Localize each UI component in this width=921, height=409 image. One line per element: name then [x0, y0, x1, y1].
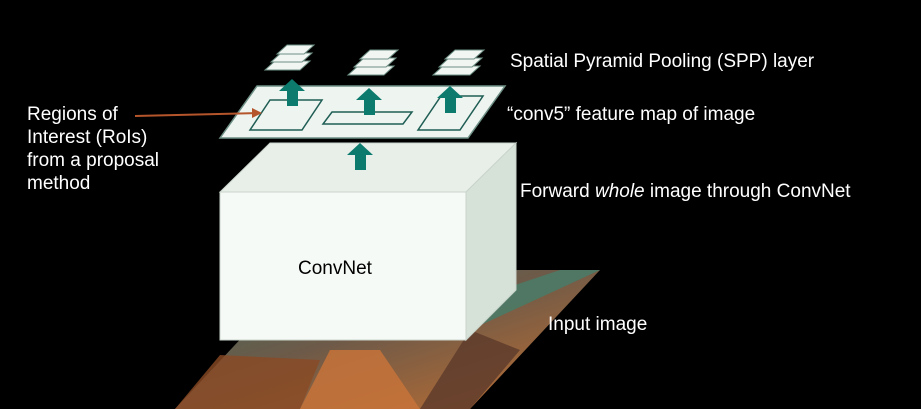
arrow-up-icon [347, 143, 373, 170]
roi-box-middle [321, 111, 414, 125]
arrow-up-icon [437, 86, 463, 113]
rois-label-line: Regions of [27, 104, 118, 125]
roi-box-left [248, 99, 324, 131]
convnet-label: ConvNet [298, 258, 372, 279]
convnet-box [218, 141, 518, 342]
forward-whole-image-label: Forward whole image through ConvNet [520, 180, 851, 204]
conv5-feature-map-plate [218, 85, 507, 139]
spp-layer-label: Spatial Pyramid Pooling (SPP) layer [510, 51, 815, 72]
feature-map-label: “conv5” feature map of image [507, 104, 756, 125]
arrow-up-icon [279, 79, 305, 106]
input-image-label: Input image [548, 314, 648, 335]
rois-label-line: from a proposal [27, 150, 160, 171]
spp-stack-right [431, 49, 486, 76]
forward-prefix: Forward [520, 181, 595, 202]
roi-box-right [416, 95, 485, 131]
forward-emphasis: whole [594, 181, 645, 202]
spp-stack-middle [346, 49, 400, 76]
rois-label: Regions of Interest (RoIs) from a propos… [27, 103, 159, 195]
convnet-box-top [218, 142, 518, 193]
spp-stack-left [263, 44, 316, 71]
arrow-up-icon [356, 88, 382, 115]
rois-label-line: Interest (RoIs) [27, 127, 148, 148]
convnet-box-front [219, 191, 467, 341]
roi-pointer-arrow-icon [134, 108, 262, 118]
forward-suffix: image through ConvNet [644, 181, 851, 202]
rois-label-line: method [27, 173, 91, 194]
